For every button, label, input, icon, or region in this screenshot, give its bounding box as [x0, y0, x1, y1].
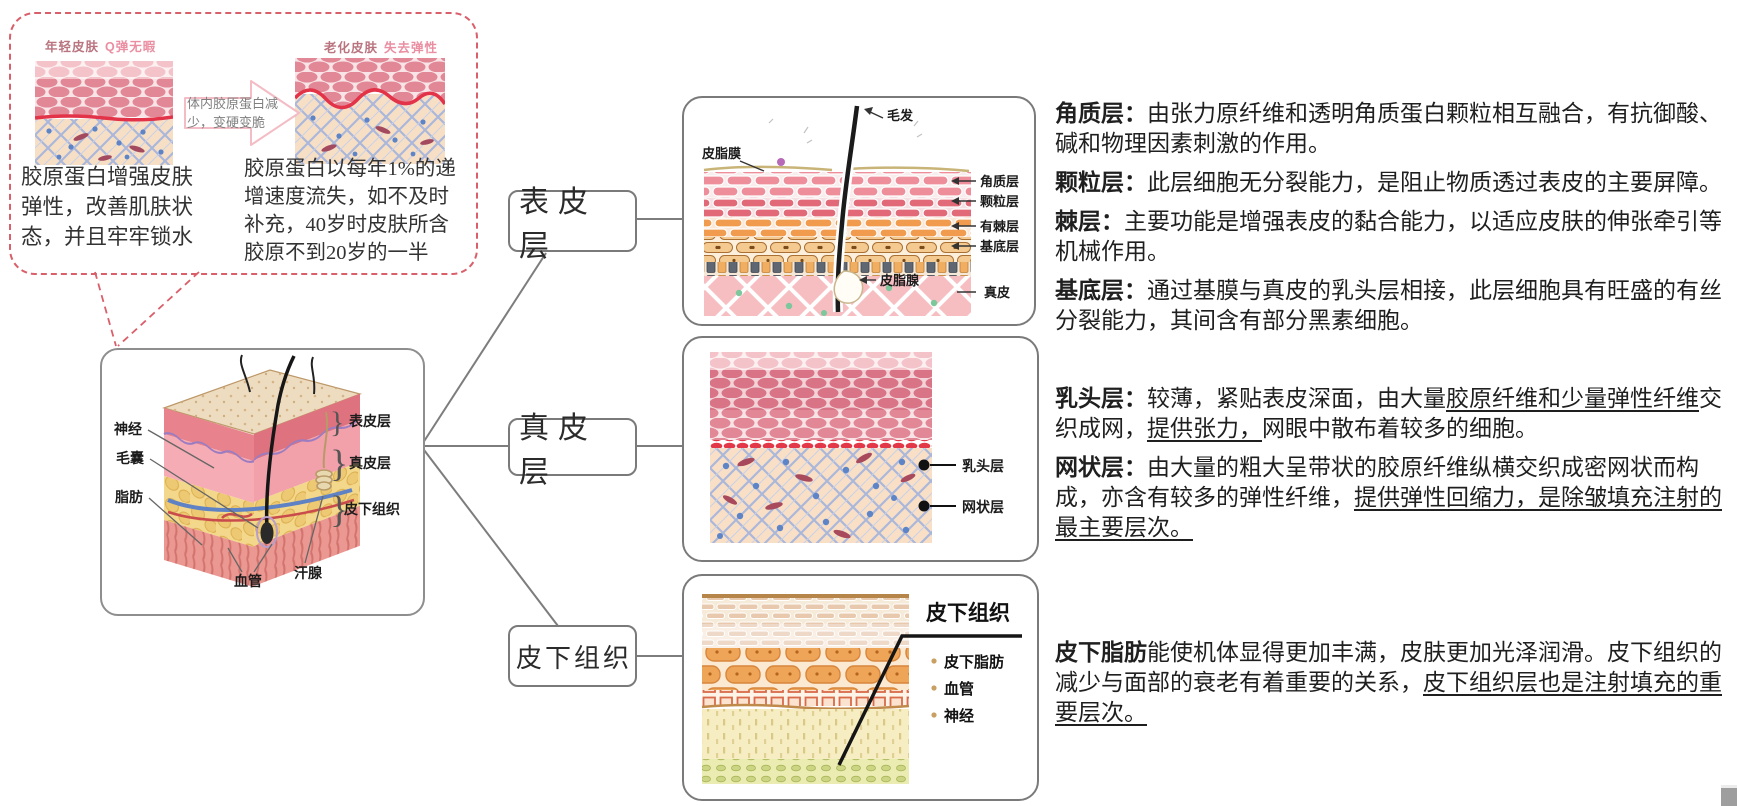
subcutis-panel: 皮下组织 皮下脂肪 血管 神经 [682, 574, 1039, 801]
label-papillary-layer: 乳头层 [962, 458, 1004, 474]
skin-cube-illustration: 神经 毛囊 脂肪 血管 汗腺 } } } 表皮层 真皮层 皮下组织 [114, 354, 400, 589]
arrow-caption: 体内胶原蛋白减 少，变硬变脆 [187, 96, 279, 130]
brace-epidermis: } [330, 406, 344, 439]
label-stratum-corneum: 角质层 [980, 174, 1019, 189]
label-sebaceous-gland: 皮脂腺 [879, 273, 920, 288]
old-skin-label-suffix: 失去弹性 [384, 41, 439, 55]
label-basal-layer: 基底层 [979, 239, 1019, 254]
old-skin-illustration [295, 58, 445, 164]
pointer-line [837, 634, 1022, 766]
label-hair: 毛发 [887, 108, 914, 123]
sweat-duct [322, 411, 329, 469]
bullet-blood-vessel: 血管 [944, 680, 974, 698]
node-dermis-label: 真皮层 [519, 412, 597, 489]
label-vessel: 血管 [234, 573, 262, 589]
sweat-gland-coil [315, 469, 333, 491]
brace-subcutis: } [330, 489, 348, 531]
bullet-subcutaneous-fat: 皮下脂肪 [944, 653, 1004, 671]
epidermis-panel: 毛发 皮脂膜 角质层 颗粒层 有棘层 基底层 真皮 皮脂腺 [682, 96, 1036, 326]
label-epidermis-layer: 表皮层 [348, 413, 391, 429]
description-paragraph: 皮下脂肪能使机体显得更加丰满，皮肤更加光泽润滑。皮下组织的减少与面部的衰老有着重… [1055, 640, 1722, 725]
young-skin-label: 年轻皮肤 Q弹无暇 [45, 36, 156, 55]
node-subcutis-label: 皮下组织 [515, 643, 632, 673]
melanocyte-dots [735, 284, 938, 316]
description-paragraph: 基底层：通过基膜与真皮的乳头层相接，此层细胞具有旺盛的有丝分裂能力，其间含有部分… [1055, 278, 1722, 333]
dermis-panel: 乳头层 网状层 [682, 336, 1039, 562]
young-skin-label-prefix: 年轻皮肤 [45, 40, 100, 54]
bullet-nerve: 神经 [944, 707, 974, 725]
label-follicle: 毛囊 [116, 450, 145, 466]
subcutis-title: 皮下组织 [926, 601, 1010, 625]
cell-dots [717, 458, 910, 539]
epidermis-cells-mid [710, 410, 932, 440]
label-spinous-layer: 有棘层 [980, 219, 1019, 234]
description-paragraph: 角质层：由张力原纤维和透明角质蛋白颗粒相互融合，有抗御酸、碱和物理因素刺激的作用… [1055, 101, 1722, 156]
young-skin-description: 胶原蛋白增强皮肤 弹性，改善肌肤状 态，并且牢牢锁水 [21, 165, 194, 249]
label-subcutis-layer: 皮下组织 [343, 501, 400, 517]
surface-microbe-dot [777, 158, 785, 166]
bullet-dots [931, 658, 937, 718]
node-epidermis: 表皮层 [508, 186, 637, 263]
young-skin-illustration [35, 61, 173, 165]
node-dermis: 真皮层 [508, 412, 637, 489]
label-dermis-layer: 真皮层 [349, 455, 391, 471]
brace-dermis: } [330, 443, 348, 485]
hair-follicle-bulb [260, 522, 274, 544]
label-nerve: 神经 [114, 421, 142, 437]
old-skin-label-prefix: 老化皮肤 [324, 41, 379, 55]
collagen-intro-box: 年轻皮肤 Q弹无暇 老化皮肤失去弹性 [9, 12, 478, 275]
description-paragraph: 棘层：主要功能是增强表皮的黏合能力，以适应皮肤的伸张牵引等机械作用。 [1055, 209, 1722, 264]
follicle-sheath [256, 516, 278, 548]
node-subcutis: 皮下组织 [508, 625, 637, 687]
skin-cube-box: 神经 毛囊 脂肪 血管 汗腺 } } } 表皮层 真皮层 皮下组织 [100, 348, 425, 616]
cube-left-face [163, 408, 255, 588]
label-sweat-gland: 汗腺 [294, 565, 323, 581]
dermis-description: 乳头层：较薄，紧贴表皮深面，由大量胶原纤维和少量弹性纤维交织成网，提供张力，网眼… [1055, 384, 1723, 552]
epidermis-description: 角质层：由张力原纤维和透明角质蛋白颗粒相互融合，有抗御酸、碱和物理因素刺激的作用… [1055, 99, 1723, 345]
corner-chip [1721, 785, 1737, 806]
old-skin-description: 胶原蛋白以每年1%的递 增速度流失，如不及时 补充，40岁时皮肤所含 胶原不到2… [244, 158, 456, 264]
label-granular-layer: 颗粒层 [980, 194, 1019, 209]
blood-vessel-blue [167, 488, 353, 512]
label-dermis: 真皮 [984, 285, 1010, 300]
dermis-panel-illustration: 乳头层 网状层 [710, 352, 1004, 543]
hair-shaft [264, 355, 296, 531]
fibroblast-spindles [722, 452, 916, 539]
basement-membrane [710, 440, 932, 448]
description-paragraph: 网状层：由大量的粗大呈带状的胶原纤维纵横交织成密网状而构成，亦含有较多的弹性纤维… [1055, 455, 1722, 540]
epidermis-cells-light [710, 352, 932, 370]
young-skin-label-suffix: Q弹无暇 [105, 40, 157, 54]
intro-callout-dashed-lines [94, 271, 200, 347]
node-epidermis-label: 表皮层 [519, 186, 597, 263]
subcutis-panel-illustration: 皮下组织 皮下脂肪 血管 神经 [701, 594, 1022, 784]
epidermis-cells-deep [710, 370, 932, 410]
label-reticular-layer: 网状层 [962, 499, 1004, 515]
subcutis-layers [701, 594, 910, 784]
label-sebum-film: 皮脂膜 [701, 146, 741, 161]
aging-arrow-icon [184, 80, 300, 146]
old-skin-label: 老化皮肤失去弹性 [324, 37, 438, 56]
epidermis-panel-illustration: 毛发 皮脂膜 角质层 颗粒层 有棘层 基底层 真皮 皮脂腺 [701, 105, 1019, 316]
subcutis-description: 皮下脂肪能使机体显得更加丰满，皮肤更加光泽润滑。皮下组织的减少与面部的衰老有着重… [1055, 638, 1723, 737]
description-paragraph: 乳头层：较薄，紧贴表皮深面，由大量胶原纤维和少量弹性纤维交织成网，提供张力，网眼… [1055, 386, 1722, 441]
sparkle-marks [768, 118, 923, 144]
leader-lines [918, 459, 956, 512]
sebaceous-gland-shape [833, 270, 864, 304]
small-hairs [240, 354, 316, 395]
description-paragraph: 颗粒层：此层细胞无分裂能力，是阻止物质透过表皮的主要屏障。 [1055, 170, 1722, 195]
label-fat: 脂肪 [114, 489, 143, 505]
arrow-heads [859, 107, 959, 284]
leader-lines [147, 429, 324, 573]
